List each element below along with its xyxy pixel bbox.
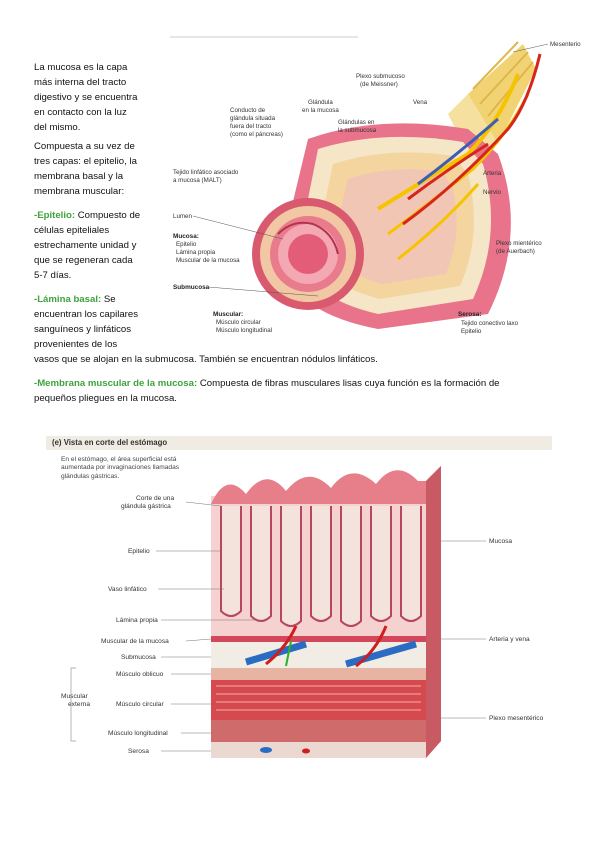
membrana-title: -Membrana muscular de la mucosa: bbox=[34, 378, 198, 389]
fig1-label: Lámina propia bbox=[176, 249, 216, 256]
fig1-label: Epitelio bbox=[176, 241, 197, 248]
stomach-figure: (e) Vista en corte del estómago En el es… bbox=[46, 436, 552, 766]
fig2-label: Muscular bbox=[61, 693, 89, 700]
stomach-block: Corte de una glándula gástrica Epitelio … bbox=[61, 466, 544, 758]
fig1-label: Tejido conectivo laxo bbox=[461, 320, 519, 327]
layers-paragraph: Compuesta a su vez de tres capas: el epi… bbox=[34, 139, 164, 199]
membrana-line: Compuesta de fibras musculares lisas cuy… bbox=[197, 378, 500, 389]
epitelio-line: Compuesto de bbox=[75, 210, 141, 221]
layers-line: membrana muscular: bbox=[34, 186, 125, 197]
fig1-label: glándula situada bbox=[230, 115, 276, 122]
fig1-label: Mucosa: bbox=[173, 233, 199, 240]
fig1-label: Plexo submucoso bbox=[356, 73, 405, 80]
desc-line: glándulas gástricas. bbox=[61, 472, 120, 480]
layers-line: tres capas: el epitelio, la bbox=[34, 156, 137, 167]
epitelio-paragraph: -Epitelio: Compuesto de células epitelia… bbox=[34, 208, 164, 283]
fig1-label: Nervio bbox=[483, 189, 501, 196]
intro-paragraph: La mucosa es la capa más interna del tra… bbox=[34, 60, 159, 135]
intro-line: digestivo y se encuentra bbox=[34, 92, 138, 103]
fig1-label: Muscular: bbox=[213, 311, 243, 318]
epitelio-line: estrechamente unidad y bbox=[34, 240, 137, 251]
membrana-paragraph: -Membrana muscular de la mucosa: Compues… bbox=[34, 376, 594, 406]
gastric-glands bbox=[220, 506, 422, 627]
fig1-label: Submucosa bbox=[173, 284, 210, 291]
fig1-label: Conducto de bbox=[230, 107, 266, 114]
lamina-line: provenientes de los bbox=[34, 339, 118, 350]
fig1-label: fuera del tracto bbox=[230, 123, 272, 130]
fig1-label: a mucosa (MALT) bbox=[173, 177, 222, 184]
desc-line: En el estómago, el área superficial está bbox=[61, 456, 177, 463]
fig1-label: Epitelio bbox=[461, 328, 482, 335]
fig1-label: Mesenterio bbox=[550, 41, 581, 48]
desc-line: aumentada por invaginaciones llamadas bbox=[61, 464, 180, 472]
fig2-label: Músculo circular bbox=[116, 701, 164, 708]
intro-line: La mucosa es la capa bbox=[34, 62, 128, 73]
membrana-line: pequeños pliegues en la mucosa. bbox=[34, 393, 177, 404]
fig2-label: Arteria y vena bbox=[489, 636, 530, 643]
fig2-label: Epitelio bbox=[128, 548, 150, 555]
fig2-label: Corte de una bbox=[136, 495, 174, 502]
fig2-label: Plexo mesentérico bbox=[489, 715, 544, 722]
fig1-label: en la mucosa bbox=[302, 107, 339, 114]
fig1-label: Serosa: bbox=[458, 311, 481, 318]
fig2-label: Lámina propia bbox=[116, 617, 158, 624]
lamina-line: sanguíneos y linfáticos bbox=[34, 324, 132, 335]
fig2-label: Mucosa bbox=[489, 538, 512, 545]
fig1-label: (como el páncreas) bbox=[230, 131, 283, 138]
fig1-label: Músculo longitudinal bbox=[216, 327, 272, 334]
fig2-label: Músculo longitudinal bbox=[108, 730, 168, 737]
fig1-label: Lumen bbox=[173, 213, 192, 220]
fig1-label: Glándulas en bbox=[338, 119, 375, 126]
intro-line: del mismo. bbox=[34, 122, 81, 133]
epitelio-title: -Epitelio: bbox=[34, 210, 76, 221]
fig2-label: glándula gástrica bbox=[121, 503, 171, 510]
lumen-cross-section bbox=[252, 198, 364, 310]
lamina-line: encuentran los capilares bbox=[34, 309, 138, 320]
lamina-line: vasos que se alojan en la submucosa. Tam… bbox=[34, 354, 378, 365]
fig2-label: externa bbox=[68, 701, 90, 708]
fig1-label: Vena bbox=[413, 99, 428, 106]
epitelio-line: que se regeneran cada bbox=[34, 255, 133, 266]
stomach-description: En el estómago, el área superficial está… bbox=[61, 456, 179, 481]
fig1-label: Glándula bbox=[308, 99, 333, 106]
fig1-label: Plexo mientérico bbox=[496, 240, 542, 247]
fig1-label: la submucosa bbox=[338, 127, 377, 134]
intro-line: más interna del tracto bbox=[34, 77, 127, 88]
lamina-paragraph: -Lámina basal: Se encuentran los capilar… bbox=[34, 292, 594, 367]
fig1-label: (de Meissner) bbox=[360, 81, 398, 88]
layers-line: Compuesta a su vez de bbox=[34, 141, 135, 152]
fig2-label: Submucosa bbox=[121, 654, 156, 661]
fig1-label: Arteria bbox=[483, 170, 502, 177]
intro-line: en contacto con la luz bbox=[34, 107, 127, 118]
stomach-header-text: (e) Vista en corte del estómago bbox=[52, 438, 168, 447]
epitelio-line: células epiteliales bbox=[34, 225, 110, 236]
fig2-label: Músculo oblicuo bbox=[116, 671, 164, 678]
lamina-line: Se bbox=[101, 294, 116, 305]
fig1-label: Tejido linfático asociado bbox=[173, 169, 239, 176]
fig2-label: Serosa bbox=[128, 748, 149, 755]
layers-line: membrana basal y la bbox=[34, 171, 124, 182]
fig1-label: Músculo circular bbox=[216, 319, 261, 326]
stomach-figure-header: (e) Vista en corte del estómago bbox=[46, 436, 552, 450]
fig1-label: (de Auerbach) bbox=[496, 248, 535, 255]
fig2-label: Muscular de la mucosa bbox=[101, 638, 169, 645]
lamina-title: -Lámina basal: bbox=[34, 294, 102, 305]
fig1-label: Muscular de la mucosa bbox=[176, 257, 240, 264]
fig2-label: Vaso linfático bbox=[108, 586, 147, 593]
digestive-tract-figure: Mesenterio Plexo submucoso (de Meissner)… bbox=[170, 36, 581, 335]
epitelio-line: 5-7 días. bbox=[34, 270, 72, 281]
